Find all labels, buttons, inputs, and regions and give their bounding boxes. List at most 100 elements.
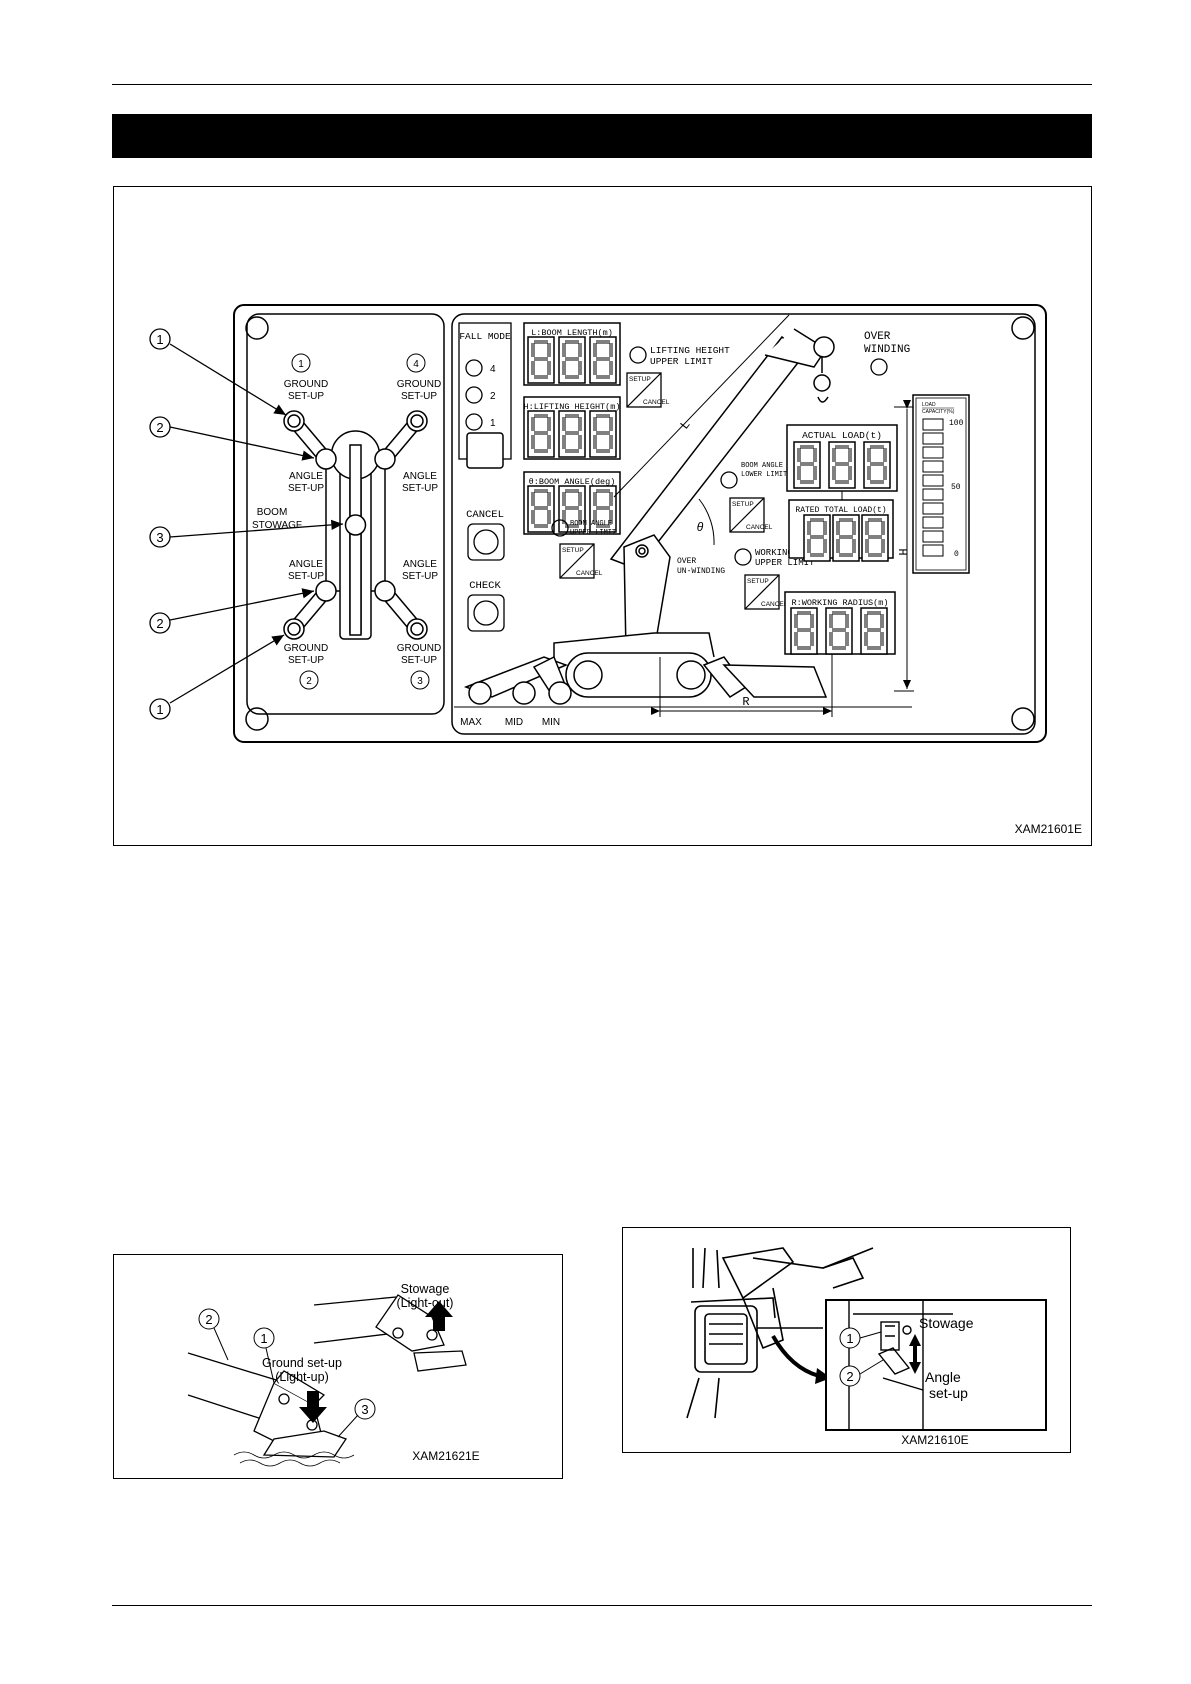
lifting-height-limit-lamp <box>629 346 647 364</box>
footer-rule <box>112 1605 1092 1606</box>
callout-number: 1 <box>156 702 163 717</box>
corner-number-1: 1 <box>298 359 304 370</box>
callout-number: 1 <box>260 1331 267 1346</box>
screw-icon <box>1011 707 1035 731</box>
fall-mode-option: 4 <box>490 364 496 375</box>
limit-label: BOOM ANGLE <box>741 462 783 470</box>
setup-cancel-button[interactable]: SETUP CANCEL <box>744 574 788 610</box>
figure-caption: XAM21601E <box>1015 822 1082 836</box>
actual-load-display: ACTUAL LOAD(t) <box>786 424 898 492</box>
limit-label: UPPER LIMIT <box>755 558 815 568</box>
outrigger-diagram <box>283 410 428 640</box>
angle-setup-label: SET-UP <box>402 571 438 582</box>
svg-text:CANCEL: CANCEL <box>643 399 670 406</box>
angle-setup-label: ANGLE <box>289 559 323 570</box>
svg-text:RATED TOTAL LOAD(t): RATED TOTAL LOAD(t) <box>795 506 886 515</box>
outrigger-subpanel <box>246 313 445 715</box>
cancel-button[interactable] <box>467 523 505 561</box>
over-winding-label: WINDING <box>864 344 910 356</box>
corner-number-3: 3 <box>417 676 423 687</box>
svg-text:CANCEL: CANCEL <box>761 601 788 608</box>
boom-stowage-label: BOOM <box>257 507 288 518</box>
control-panel-figure: 1 GROUND SET-UP 4 GROUND SET-UP ANGLE SE… <box>113 186 1092 846</box>
working-radius-limit-lamp <box>734 548 752 566</box>
outrigger-stowage-drawing: Stowage (Light-out) Ground set-up (Light… <box>187 1282 480 1467</box>
svg-text:CAPACITY(%): CAPACITY(%) <box>922 409 955 415</box>
fall-mode-button[interactable] <box>466 432 504 469</box>
ground-setup-label: GROUND <box>284 379 328 390</box>
radius-symbol: R <box>742 695 749 709</box>
svg-text:50: 50 <box>951 483 961 492</box>
angle-setup-label: set-up <box>929 1385 968 1401</box>
check-button[interactable] <box>467 594 505 632</box>
over-winding-lamp <box>870 358 888 376</box>
cancel-button-label: CANCEL <box>466 509 504 521</box>
angle-setup-label: ANGLE <box>403 559 437 570</box>
setup-cancel-button[interactable]: SETUP CANCEL <box>729 497 773 533</box>
svg-text:0: 0 <box>954 550 959 559</box>
outrigger-max-label: MAX <box>460 717 482 728</box>
moment-limiter-subpanel <box>451 313 1036 735</box>
height-symbol: H <box>895 548 909 555</box>
outrigger-stowage-figure: Stowage (Light-out) Ground set-up (Light… <box>113 1254 563 1479</box>
fall-mode-option: 2 <box>490 391 496 402</box>
svg-text:L:BOOM LENGTH(m): L:BOOM LENGTH(m) <box>531 328 613 338</box>
corner-number-2: 2 <box>306 676 312 687</box>
callout-number: 3 <box>361 1402 368 1417</box>
callout-number: 2 <box>205 1312 212 1327</box>
svg-text:SETUP: SETUP <box>732 501 754 508</box>
fall-mode-title: FALL MODE <box>459 331 511 342</box>
angle-setup-label: Angle <box>925 1369 961 1385</box>
setup-cancel-button[interactable]: SETUP CANCEL <box>559 543 603 579</box>
angle-setup-label: ANGLE <box>403 471 437 482</box>
crane-illustration <box>454 314 912 708</box>
figure-caption: XAM21610E <box>901 1433 968 1447</box>
figure-caption: XAM21621E <box>412 1449 479 1463</box>
ground-setup-label: SET-UP <box>288 655 324 666</box>
inset-frame <box>825 1299 1047 1431</box>
limit-label: UPPER LIMIT <box>570 529 616 537</box>
ground-setup-label: Ground set-up <box>262 1356 342 1370</box>
up-down-arrow-icon <box>909 1334 921 1374</box>
callout-number: 3 <box>156 530 163 545</box>
ground-setup-label: GROUND <box>284 643 328 654</box>
setup-cancel-button[interactable]: SETUP CANCEL <box>626 372 670 408</box>
fall-mode-option: 1 <box>490 418 496 429</box>
load-capacity-gauge: LOAD CAPACITY(%) 100 50 0 <box>912 394 970 574</box>
boom-angle-display: θ:BOOM ANGLE(deg) <box>523 471 621 535</box>
screw-icon <box>245 316 269 340</box>
outrigger-min-label: MIN <box>542 717 560 728</box>
svg-text:H:LIFTING HEIGHT(m): H:LIFTING HEIGHT(m) <box>524 402 621 412</box>
callout-number: 1 <box>156 332 163 347</box>
screw-icon <box>1011 316 1035 340</box>
stowage-label: Stowage <box>919 1315 974 1331</box>
callout-number: 2 <box>156 616 163 631</box>
callout-number: 2 <box>156 420 163 435</box>
ground-setup-label: GROUND <box>397 643 441 654</box>
svg-text:100: 100 <box>949 419 964 428</box>
limit-label: BOOM ANGLE <box>570 520 612 528</box>
boom-length-display: L:BOOM LENGTH(m) <box>523 322 621 386</box>
svg-text:SETUP: SETUP <box>562 547 584 554</box>
ground-setup-label: GROUND <box>397 379 441 390</box>
over-winding-label: OVER <box>864 331 891 343</box>
over-unwinding-label: UN-WINDING <box>677 567 725 576</box>
svg-text:LOAD: LOAD <box>922 402 936 408</box>
ground-setup-label: SET-UP <box>401 655 437 666</box>
rated-total-load-display: RATED TOTAL LOAD(t) <box>788 499 894 563</box>
transition-arrow-icon <box>771 1335 820 1378</box>
angle-setup-label: ANGLE <box>289 471 323 482</box>
svg-text:R:WORKING RADIUS(m): R:WORKING RADIUS(m) <box>792 598 889 608</box>
outrigger-mid-label: MID <box>505 717 523 728</box>
svg-text:SETUP: SETUP <box>629 376 651 383</box>
boom-angle-upper-limit-lamp <box>551 519 569 537</box>
limit-label: LIFTING HEIGHT <box>650 345 730 356</box>
angle-setup-label: SET-UP <box>402 483 438 494</box>
fall-mode-lamps <box>465 359 483 431</box>
callout-number: 1 <box>846 1331 853 1346</box>
svg-text:θ:BOOM ANGLE(deg): θ:BOOM ANGLE(deg) <box>529 477 616 487</box>
stowage-label: Stowage <box>401 1282 450 1296</box>
svg-text:CANCEL: CANCEL <box>746 524 773 531</box>
svg-text:ACTUAL LOAD(t): ACTUAL LOAD(t) <box>802 430 882 441</box>
limit-label: LOWER LIMIT <box>741 471 787 479</box>
